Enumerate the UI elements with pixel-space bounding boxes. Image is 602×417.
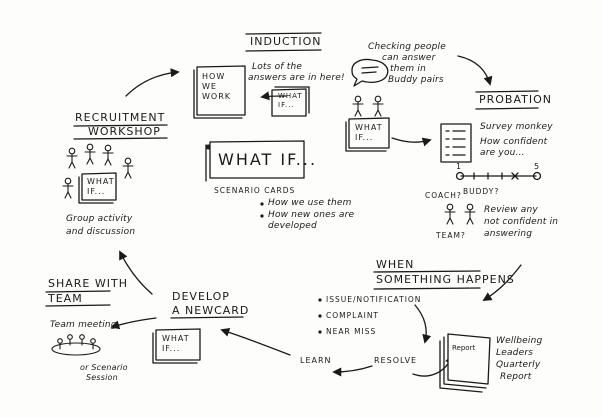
heading-probation: PROBATION <box>479 93 553 106</box>
what-if-line2: IF... <box>355 133 374 142</box>
survey-note-1: Survey monkey <box>480 122 553 132</box>
checking-note-2: can answer <box>382 53 436 63</box>
what-if-card-icon-buddy <box>345 117 390 152</box>
scale-low-label: 1 <box>456 162 462 171</box>
speech-bubble-icon <box>351 58 389 87</box>
heading-recruitment-line1: RECRUITMENT <box>75 111 166 124</box>
wellbeing-note-3: Quarterly <box>496 360 541 370</box>
what-if-card-induction: WHAT IF... <box>278 92 303 110</box>
resolve-label: RESOLVE <box>374 356 418 365</box>
learn-label: LEARN <box>300 356 332 365</box>
what-if-card-icon-develop <box>152 328 201 364</box>
how-we-work-card-icon <box>193 65 246 119</box>
scenario-bullet-3: developed <box>268 221 317 231</box>
heading-induction: INDUCTION <box>250 35 322 48</box>
heading-share-line2: TEAM <box>48 292 83 305</box>
wellbeing-note-1: Wellbeing <box>496 336 543 346</box>
cycle-arrows <box>110 55 522 377</box>
what-if-line1: WHAT <box>355 123 383 132</box>
scenario-bullet-1: How we use them <box>268 198 352 208</box>
how-we-work-line3: WORK <box>202 92 232 101</box>
group-note-1: Group activity <box>66 214 133 224</box>
heading-develop-line1: DEVELOP <box>172 290 230 303</box>
coach-label: COACH? <box>425 191 462 200</box>
what-if-line2: IF... <box>162 344 181 353</box>
answers-note-2: answers are in here! <box>248 73 345 83</box>
what-if-card-recruitment: WHAT IF... <box>87 177 115 197</box>
review-note-3: answering <box>484 229 533 239</box>
answers-note-1: Lots of the <box>252 62 303 72</box>
heading-lines <box>45 32 539 319</box>
group-note-2: and discussion <box>66 227 136 237</box>
report-stack-icon <box>439 333 491 393</box>
happens-item-1: ISSUE/NOTIFICATION <box>326 295 422 304</box>
scenario-title: WHAT IF... <box>218 150 318 169</box>
how-we-work-line1: HOW <box>202 72 226 81</box>
what-if-line1: WHAT <box>162 334 190 343</box>
review-note-1: Review any <box>484 205 538 215</box>
scenario-subtitle: SCENARIO CARDS <box>214 186 296 195</box>
what-if-card-icon-recruitment <box>78 172 117 204</box>
report-label: Report <box>452 344 476 352</box>
checklist-icon <box>440 123 472 163</box>
confidence-scale <box>455 171 542 181</box>
checking-note-3: them in <box>390 64 427 74</box>
survey-note-2: How confident <box>480 137 548 147</box>
what-if-line1: WHAT <box>278 92 303 100</box>
review-note-2: not confident in <box>484 217 559 227</box>
happens-item-3: NEAR MISS <box>326 327 377 336</box>
what-if-card-buddy: WHAT IF... <box>355 123 383 143</box>
how-we-work-card: HOW WE WORK <box>202 72 231 102</box>
what-if-card-develop: WHAT IF... <box>162 334 190 354</box>
how-we-work-line2: WE <box>202 82 217 91</box>
what-if-line2: IF... <box>278 100 295 109</box>
checking-note-4: Buddy pairs <box>388 75 444 85</box>
heading-develop-line2: A NEWCARD <box>172 304 250 317</box>
heading-when-line1: WHEN <box>376 258 415 271</box>
scenario-bullet-2: How new ones are <box>268 210 355 220</box>
wellbeing-note-4: Report <box>500 372 532 382</box>
what-if-line2: IF... <box>87 187 106 196</box>
team-meeting-note: Team meeting <box>50 320 117 330</box>
team-label: TEAM? <box>436 231 466 240</box>
scale-high-label: 5 <box>534 162 540 171</box>
buddy-label: BUDDY? <box>463 187 500 196</box>
person-icons <box>51 95 476 356</box>
scenario-card-icon <box>205 140 305 182</box>
what-if-line1: WHAT <box>87 177 115 186</box>
survey-note-3: are you... <box>480 148 525 158</box>
happens-item-2: COMPLAINT <box>326 311 380 320</box>
what-if-card-icon-induction <box>271 86 310 117</box>
or-scenario-note-2: Session <box>86 373 118 382</box>
checking-note-1: Checking people <box>368 42 446 52</box>
heading-share-line1: SHARE WITH <box>48 277 128 290</box>
wellbeing-note-2: Leaders <box>496 348 534 358</box>
heading-recruitment-line2: WORKSHOP <box>88 125 161 138</box>
or-scenario-note-1: or Scenario <box>80 363 128 372</box>
bullet-dots <box>260 202 322 334</box>
heading-when-line2: SOMETHING HAPPENS <box>376 273 515 286</box>
